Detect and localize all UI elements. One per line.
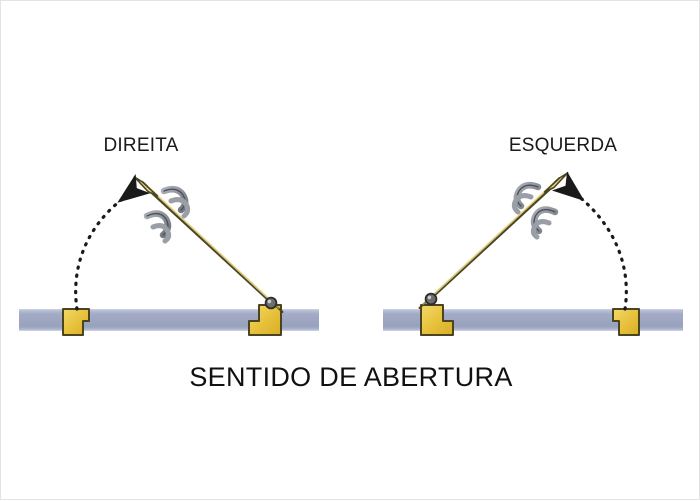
hinge-block-right [420, 304, 454, 336]
rail-clamp-right-upper [511, 181, 542, 215]
door-rail-right [418, 172, 569, 309]
rail-clamp-right-lower [530, 206, 559, 240]
swing-arc-left [74, 173, 151, 311]
hinge-pivot-left [264, 296, 278, 310]
panel-direita: DIREITA [19, 135, 319, 336]
panel-label-esquerda: ESQUERDA [509, 135, 617, 156]
panel-label-direita: DIREITA [104, 135, 179, 156]
hinge-block-left [248, 304, 282, 336]
rail-clamp-left-lower [143, 210, 172, 244]
free-block-right [612, 308, 640, 336]
hinge-pivot-right [424, 292, 438, 306]
swing-arc-right [551, 171, 628, 311]
panel-esquerda: ESQUERDA [383, 135, 683, 336]
rail-clamp-left-upper [160, 185, 191, 219]
door-rail-left [133, 176, 284, 313]
free-block-left [62, 308, 90, 336]
diagram-caption: SENTIDO DE ABERTURA [189, 362, 512, 392]
